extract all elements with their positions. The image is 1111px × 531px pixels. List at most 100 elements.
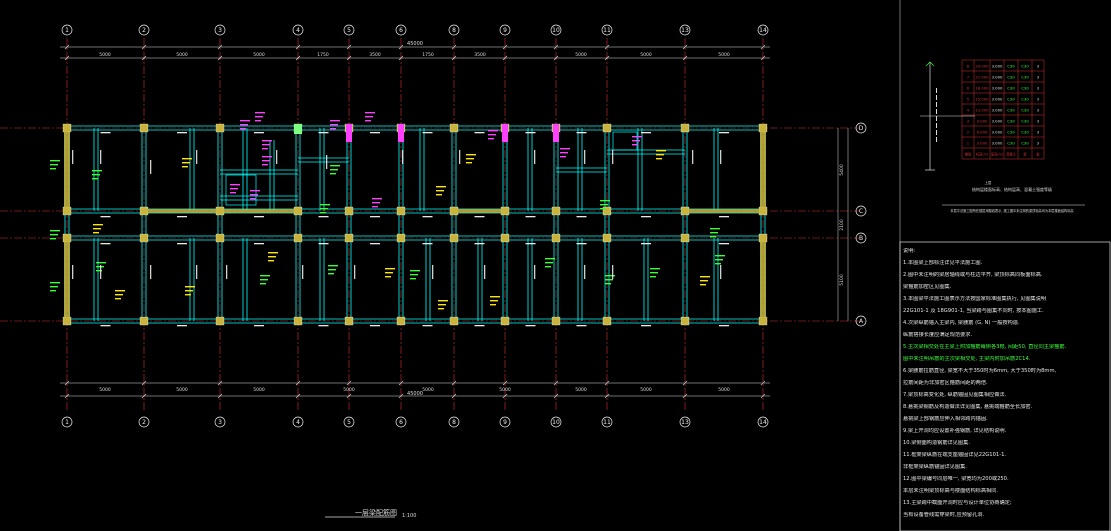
note-line: 非框架梁纵筋锚固详见图集.	[903, 464, 967, 470]
legend-cell: 18.000	[975, 86, 989, 91]
dim-tick	[502, 380, 508, 386]
axis-bubble-label: 2	[142, 419, 146, 426]
annotation-stroke	[488, 130, 498, 132]
annotation-stroke	[372, 202, 380, 204]
axis-bubble-label: 2	[142, 27, 146, 34]
column	[449, 316, 459, 326]
span-annotation	[612, 150, 614, 164]
beam-tag	[641, 325, 651, 327]
annotation-stroke	[115, 294, 123, 296]
annotation-stroke	[96, 262, 106, 264]
legend-cell: 层高(m)	[991, 152, 1003, 157]
axis-bubble-label: 14	[759, 27, 767, 34]
annotation-stroke	[115, 298, 121, 300]
beam-annotation	[490, 296, 500, 306]
annotation-stroke	[438, 308, 444, 310]
green-column	[294, 124, 302, 134]
dim-tick	[346, 380, 352, 386]
dim-span-bottom: 5000	[343, 387, 355, 393]
legend-cell: C30	[1021, 141, 1029, 146]
dim-tick	[295, 55, 301, 61]
beam-tag	[422, 325, 433, 327]
dim-span-bottom: 5000	[99, 387, 111, 393]
legend-cell: 3.000	[992, 97, 1003, 102]
annotation-stroke	[710, 232, 718, 234]
annotation-stroke	[466, 154, 476, 156]
legend-cell: 3	[1037, 119, 1040, 124]
annotation-stroke	[250, 194, 258, 196]
caption-stroke	[936, 137, 937, 142]
axis-bubble	[292, 24, 304, 36]
note-line: 3.本图梁平法施工图表示方法按国家标准图集执行, 见图集说明	[903, 296, 1047, 302]
annotation-stroke	[320, 212, 326, 214]
legend-caption: 本层平法施工图所在楼层用粗线表示, 施工图中未注明的梁顶标高均为本层楼面结构标高	[950, 208, 1073, 213]
axis-bubble-label: 13	[681, 27, 689, 34]
axis-bubble	[855, 205, 867, 217]
annotation-stroke	[650, 272, 658, 274]
dim-tick	[64, 55, 70, 61]
annotation-stroke	[262, 156, 272, 158]
dim-tick	[64, 393, 70, 399]
annotation-stroke	[365, 112, 375, 114]
column	[215, 233, 225, 243]
annotation-stroke	[490, 296, 500, 298]
legend-cell: 3.000	[992, 130, 1003, 135]
axis-bubble-label: C	[859, 208, 863, 215]
dim-tick	[217, 44, 223, 50]
legend-cell: C30	[1021, 97, 1029, 102]
span-annotation	[720, 265, 722, 279]
annotation-stroke	[50, 168, 56, 170]
beam-tag	[370, 325, 380, 327]
axis-bubble	[757, 24, 769, 36]
span-annotation	[150, 265, 152, 279]
beam-tag	[422, 132, 433, 134]
annotation-stroke	[632, 144, 638, 146]
dim-tick	[398, 44, 404, 50]
beam-annotations	[50, 112, 729, 327]
note-line: 5.主次梁相交处在主梁上附加箍筋每侧各3根, 间距50, 直径同主梁箍筋.	[903, 344, 1067, 350]
dim-tick	[502, 393, 508, 399]
axis-bubble-label: 3	[218, 27, 222, 34]
beam-annotation	[185, 286, 195, 296]
dim-tick	[553, 393, 559, 399]
dim-tick	[217, 55, 223, 61]
magenta-column	[502, 124, 508, 142]
annotation-stroke	[330, 165, 340, 167]
legend-cell: 24.000	[975, 64, 989, 69]
legend-cell: C30	[1007, 64, 1015, 69]
beam-tag	[370, 216, 380, 218]
beam-tag	[254, 216, 264, 218]
caption-stroke	[936, 88, 937, 93]
column	[139, 316, 149, 326]
column	[396, 206, 406, 216]
annotation-stroke	[545, 266, 551, 268]
legend-mini: 上层	[985, 180, 992, 185]
beam-tag	[719, 216, 729, 218]
beam-annotation	[466, 154, 476, 164]
axis-bubble	[395, 416, 407, 428]
note-line: 梁箍筋加密区见图集.	[903, 284, 952, 290]
axis-bubble-label: 4	[296, 419, 300, 426]
annotation-stroke	[656, 154, 664, 156]
beam-annotation	[605, 275, 615, 285]
axis-bubble-label: A	[859, 318, 864, 325]
dim-span-bottom: 5000	[640, 387, 652, 393]
drawing-scale: 1:100	[402, 513, 417, 519]
beam-tag	[254, 132, 264, 134]
legend-cell: 3	[1037, 141, 1040, 146]
dim-tick	[451, 55, 457, 61]
annotation-stroke	[605, 279, 613, 281]
axis-bubble-label: 3	[218, 419, 222, 426]
note-line: 12.图中梁编号同层唯一, 梁宽均为200或250.	[903, 476, 1009, 482]
column	[449, 233, 459, 243]
span-annotation	[72, 265, 74, 279]
axis-bubble-label: 9	[503, 419, 507, 426]
dim-tick	[141, 393, 147, 399]
column	[602, 316, 612, 326]
beam-tag	[474, 132, 485, 134]
beam-annotation	[410, 270, 420, 280]
annotation-stroke	[93, 228, 101, 230]
wall	[64, 238, 70, 321]
span-annotation	[484, 265, 486, 279]
